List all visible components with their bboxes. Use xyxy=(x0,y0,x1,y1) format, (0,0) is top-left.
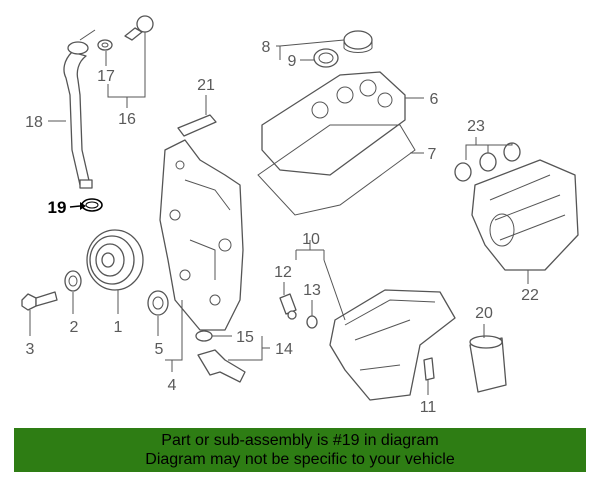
info-banner: Part or sub-assembly is #19 in diagram D… xyxy=(14,428,586,472)
callout-2: 2 xyxy=(70,319,79,336)
banner-line-1: Part or sub-assembly is #19 in diagram xyxy=(161,432,439,449)
part-19-o-ring xyxy=(81,198,103,212)
part-3-bolt xyxy=(21,291,58,311)
part-16-dipstick-handle xyxy=(124,15,154,41)
callout-23: 23 xyxy=(467,118,485,135)
engine-parts-diagram: 1 2 3 4 5 6 7 8 9 10 11 12 13 14 15 16 1… xyxy=(21,15,579,416)
callout-3: 3 xyxy=(26,341,35,358)
part-21-sensor xyxy=(177,114,217,137)
callout-6: 6 xyxy=(430,91,439,108)
part-6-valve-cover xyxy=(261,71,406,176)
part-8-oil-cap xyxy=(343,30,373,53)
part-7-valve-cover-gasket xyxy=(257,124,416,216)
part-10-oil-pan xyxy=(329,289,456,401)
callout-17: 17 xyxy=(97,68,115,85)
callout-labels: 1 2 3 4 5 6 7 8 9 10 11 12 13 14 15 16 1… xyxy=(25,39,539,416)
callout-7: 7 xyxy=(428,146,437,163)
part-20-oil-filter xyxy=(469,335,507,393)
part-5-front-seal xyxy=(147,290,169,316)
banner-line-2: Diagram may not be specific to your vehi… xyxy=(145,451,455,468)
callout-14: 14 xyxy=(275,341,293,358)
callout-19: 19 xyxy=(48,198,67,217)
part-9-cap-seal xyxy=(313,48,339,68)
leader-lines xyxy=(29,32,529,395)
callout-10: 10 xyxy=(302,231,320,248)
callout-20: 20 xyxy=(475,305,493,322)
callout-4: 4 xyxy=(168,377,177,394)
part-12-oil-pressure-switch xyxy=(279,293,297,320)
callout-12: 12 xyxy=(274,264,292,281)
part-1-crank-pulley xyxy=(86,229,144,291)
part-2-washer xyxy=(64,270,82,292)
part-17-seal xyxy=(97,39,113,51)
callout-11: 11 xyxy=(420,399,437,416)
part-15-seal xyxy=(195,330,213,342)
callout-8: 8 xyxy=(262,39,271,56)
part-23-intake-gaskets xyxy=(454,142,521,182)
callout-21: 21 xyxy=(197,77,215,94)
callout-9: 9 xyxy=(288,53,297,70)
part-14-sensor xyxy=(197,349,246,383)
part-18-dipstick-tube xyxy=(63,29,96,189)
callout-15: 15 xyxy=(236,329,254,346)
part-22-intake-manifold xyxy=(471,159,579,271)
callout-22: 22 xyxy=(521,287,539,304)
part-4-timing-cover xyxy=(159,139,244,331)
callout-5: 5 xyxy=(155,341,164,358)
callout-1: 1 xyxy=(114,319,123,336)
callout-13: 13 xyxy=(303,282,321,299)
callout-16: 16 xyxy=(118,111,136,128)
callout-18: 18 xyxy=(25,114,43,131)
part-11-drain-plug xyxy=(423,357,435,381)
part-13-washer xyxy=(306,315,318,329)
